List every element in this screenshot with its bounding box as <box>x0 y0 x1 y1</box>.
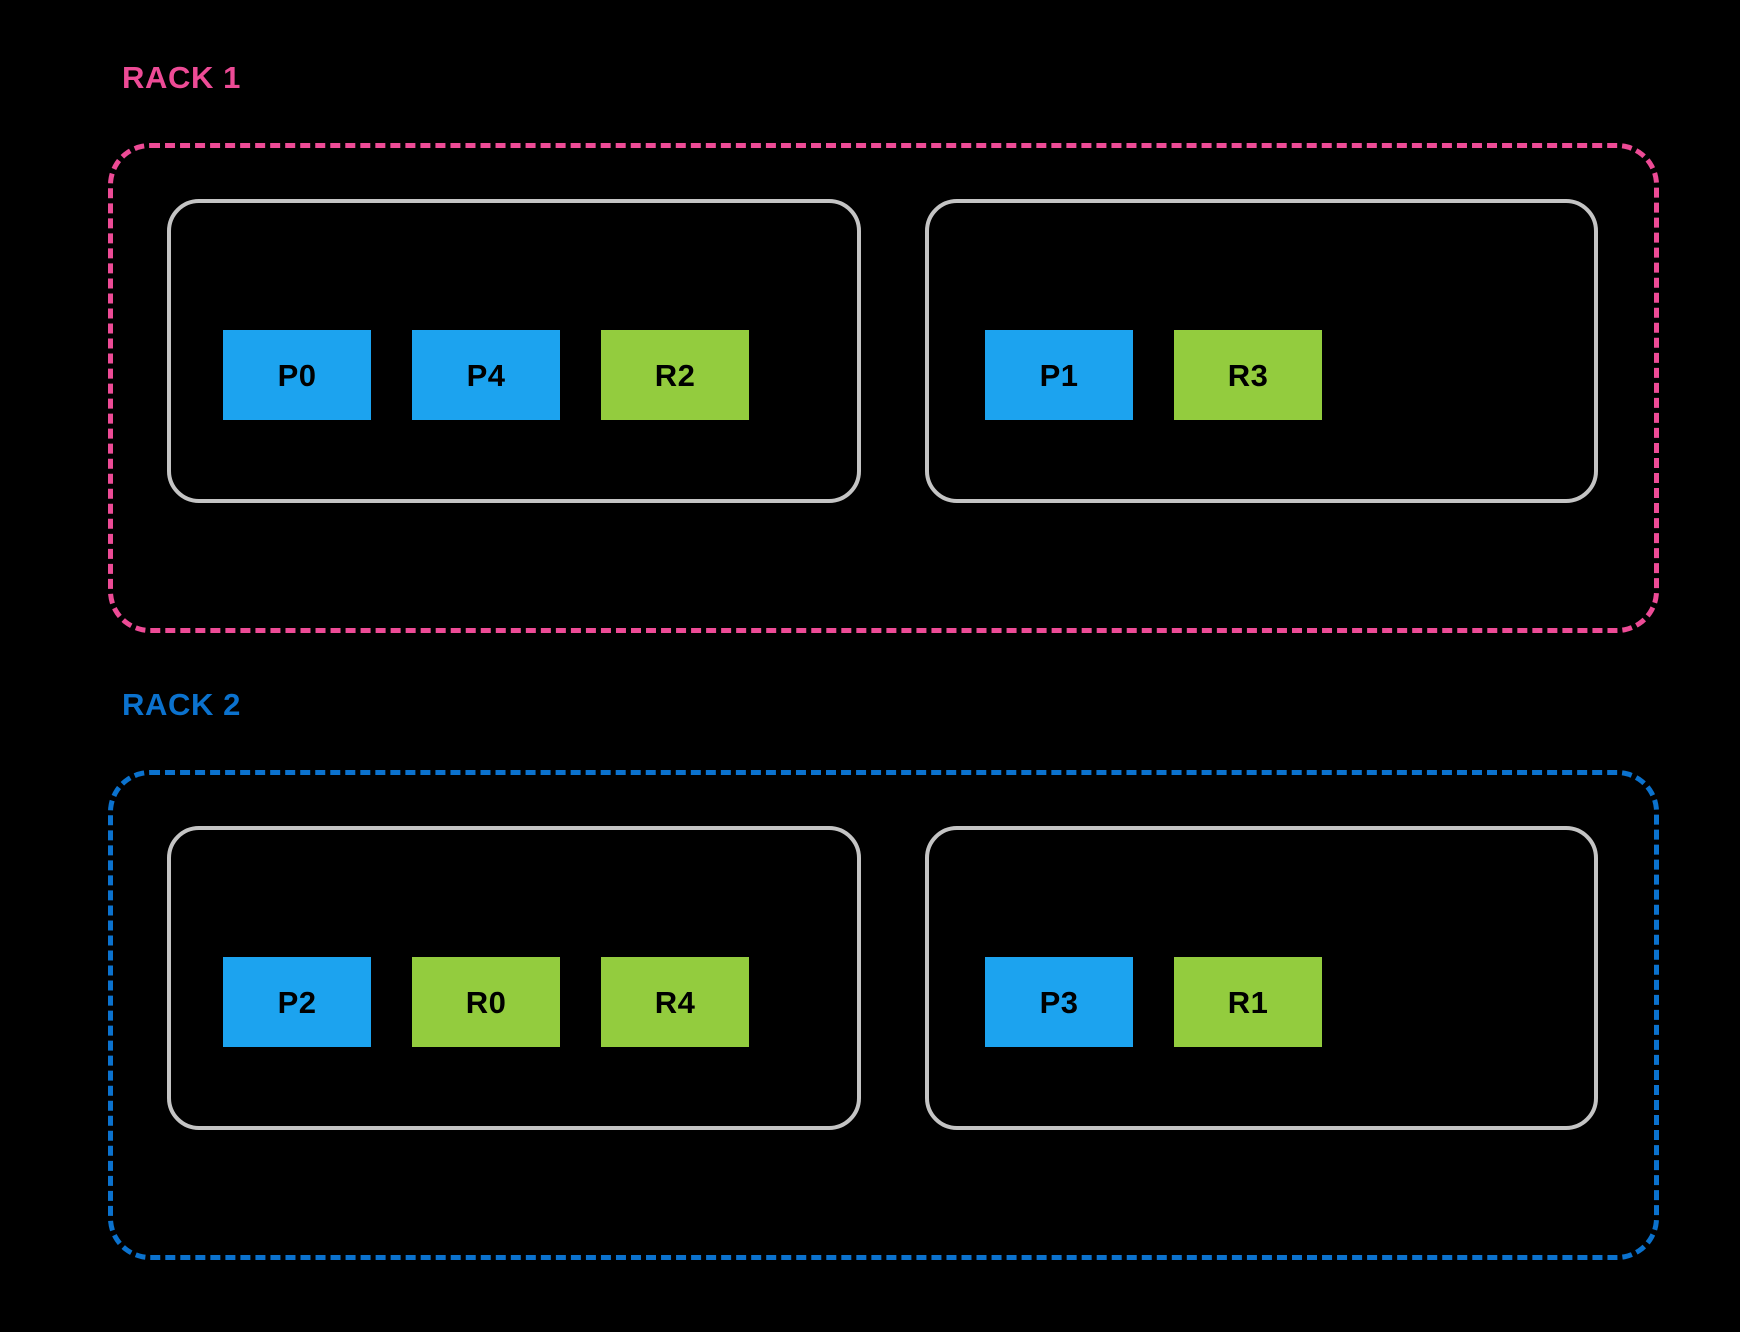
node-box-1: P0 P4 R2 <box>167 199 861 503</box>
rack-boundary-1 <box>108 143 1659 633</box>
node-box-3: P2 R0 R4 <box>167 826 861 1130</box>
partition-p2[interactable]: P2 <box>223 957 371 1047</box>
rack-label-2: RACK 2 <box>122 687 242 722</box>
partition-p1[interactable]: P1 <box>985 330 1133 420</box>
partition-r2[interactable]: R2 <box>601 330 749 420</box>
partition-r3[interactable]: R3 <box>1174 330 1322 420</box>
partition-r0[interactable]: R0 <box>412 957 560 1047</box>
node-box-4: P3 R1 <box>925 826 1598 1130</box>
node-box-2: P1 R3 <box>925 199 1598 503</box>
partition-p4[interactable]: P4 <box>412 330 560 420</box>
partition-p0[interactable]: P0 <box>223 330 371 420</box>
partition-row-node-4: P3 R1 <box>929 957 1594 1047</box>
rack-boundary-2 <box>108 770 1659 1260</box>
partition-row-node-3: P2 R0 R4 <box>171 957 857 1047</box>
partition-row-node-1: P0 P4 R2 <box>171 330 857 420</box>
partition-row-node-2: P1 R3 <box>929 330 1594 420</box>
rack-label-1: RACK 1 <box>122 60 242 95</box>
partition-r1[interactable]: R1 <box>1174 957 1322 1047</box>
partition-p3[interactable]: P3 <box>985 957 1133 1047</box>
partition-r4[interactable]: R4 <box>601 957 749 1047</box>
